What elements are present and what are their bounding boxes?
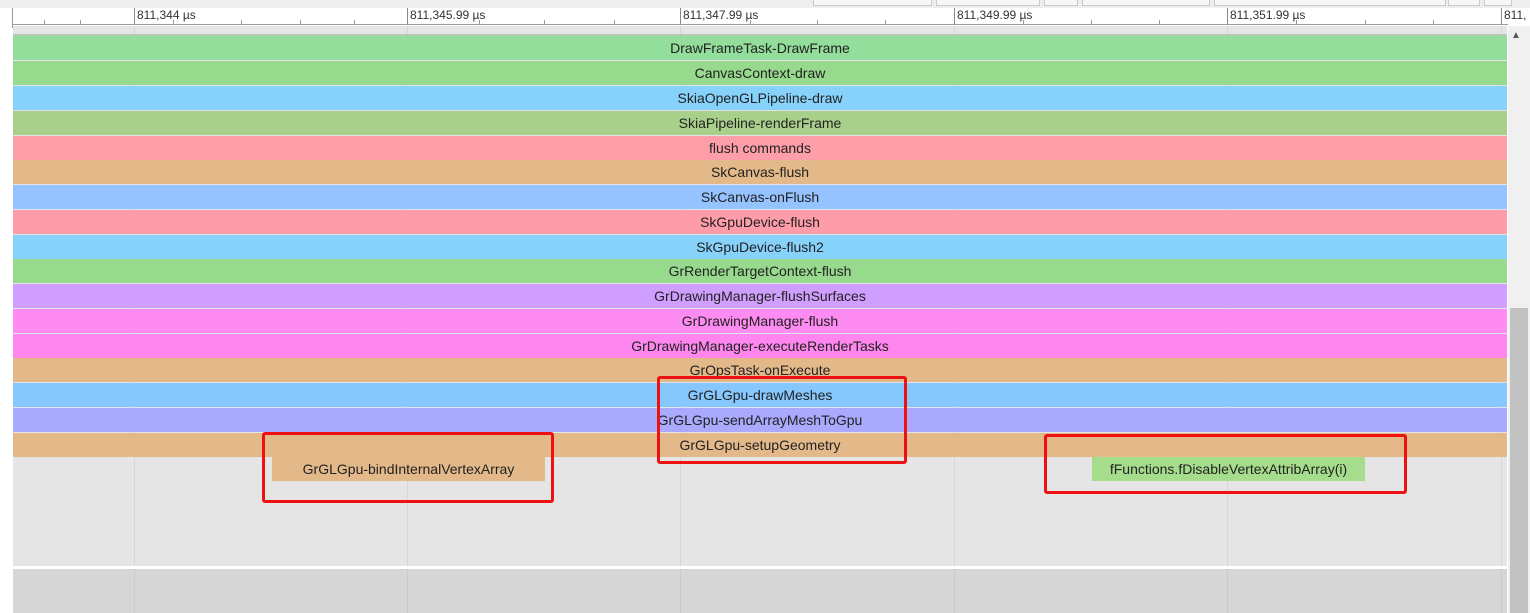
toolbar-control-1[interactable] xyxy=(813,0,932,6)
ruler-tick-label: 811,351.99 µs xyxy=(1227,8,1305,24)
time-ruler: 811,344 µs 811,345.99 µs 811,347.99 µs 8… xyxy=(13,8,1526,25)
highlight-box xyxy=(657,376,907,464)
trace-slice[interactable]: SkGpuDevice-flush xyxy=(13,210,1507,234)
highlight-box xyxy=(262,432,554,503)
trace-slice[interactable]: GrDrawingManager-executeRenderTasks xyxy=(13,334,1507,358)
ruler-minor-tick xyxy=(1159,20,1160,24)
ruler-minor-tick xyxy=(354,20,355,24)
trace-slice[interactable]: GrDrawingManager-flushSurfaces xyxy=(13,284,1507,308)
ruler-minor-tick xyxy=(1091,20,1092,24)
grid-line xyxy=(680,569,681,613)
grid-line xyxy=(1227,569,1228,613)
grid-line xyxy=(954,569,955,613)
scroll-up-arrow-icon[interactable]: ▲ xyxy=(1511,30,1521,41)
ruler-left-edge xyxy=(12,8,13,28)
ruler-minor-tick xyxy=(817,20,818,24)
ruler-minor-tick xyxy=(1433,20,1434,24)
ruler-tick-label: 811, xyxy=(1501,8,1526,24)
trace-slice[interactable]: flush commands xyxy=(13,136,1507,160)
ruler-minor-tick xyxy=(544,20,545,24)
track-top-border xyxy=(13,34,1507,37)
trace-slice[interactable]: GrGLGpu-bindInternalVertexArray xyxy=(272,457,545,481)
scrollbar-thumb[interactable] xyxy=(1510,308,1528,613)
ruler-minor-tick xyxy=(300,20,301,24)
ruler-minor-tick xyxy=(1365,20,1366,24)
trace-slice[interactable]: SkiaOpenGLPipeline-draw xyxy=(13,86,1507,110)
highlight-box xyxy=(1044,434,1407,494)
grid-line xyxy=(1501,569,1502,613)
grid-line xyxy=(407,569,408,613)
ruler-tick-label: 811,347.99 µs xyxy=(680,8,758,24)
grid-line xyxy=(134,569,135,613)
trace-slice[interactable]: SkCanvas-flush xyxy=(13,160,1507,184)
toolbar-control-2[interactable] xyxy=(936,0,1040,6)
top-toolbar-strip xyxy=(0,0,1530,8)
trace-slice[interactable]: SkiaPipeline-renderFrame xyxy=(13,111,1507,135)
ruler-minor-tick xyxy=(1296,20,1297,24)
ruler-tick-label: 811,349.99 µs xyxy=(954,8,1032,24)
ruler-tick-label: 811,344 µs xyxy=(134,8,196,24)
ruler-minor-tick xyxy=(479,20,480,24)
trace-slice[interactable]: fFunctions.fDisableVertexAttribArray(i) xyxy=(1092,457,1365,481)
toolbar-control-5[interactable] xyxy=(1214,0,1446,6)
ruler-minor-tick xyxy=(44,20,45,24)
trace-slice[interactable]: GrGLGpu-drawMeshes xyxy=(13,383,1507,407)
ruler-minor-tick xyxy=(1023,20,1024,24)
ruler-tick-label: 811,345.99 µs xyxy=(407,8,485,24)
ruler-minor-tick xyxy=(885,20,886,24)
trace-slice[interactable]: DrawFrameTask-DrawFrame xyxy=(13,36,1507,60)
ruler-minor-tick xyxy=(241,20,242,24)
ruler-minor-tick xyxy=(614,20,615,24)
ruler-minor-tick xyxy=(80,20,81,24)
trace-slice[interactable]: SkGpuDevice-flush2 xyxy=(13,235,1507,259)
trace-slice[interactable]: GrRenderTargetContext-flush xyxy=(13,259,1507,283)
trace-slice[interactable]: GrGLGpu-sendArrayMeshToGpu xyxy=(13,408,1507,432)
toolbar-control-4[interactable] xyxy=(1082,0,1210,6)
lower-track xyxy=(13,569,1507,613)
trace-slice[interactable]: CanvasContext-draw xyxy=(13,61,1507,85)
toolbar-control-7[interactable] xyxy=(1484,0,1512,6)
toolbar-control-3[interactable] xyxy=(1044,0,1078,6)
trace-slice[interactable]: SkCanvas-onFlush xyxy=(13,185,1507,209)
ruler-minor-tick xyxy=(750,20,751,24)
ruler-minor-tick xyxy=(173,20,174,24)
toolbar-control-6[interactable] xyxy=(1448,0,1480,6)
trace-slice[interactable]: GrDrawingManager-flush xyxy=(13,309,1507,333)
